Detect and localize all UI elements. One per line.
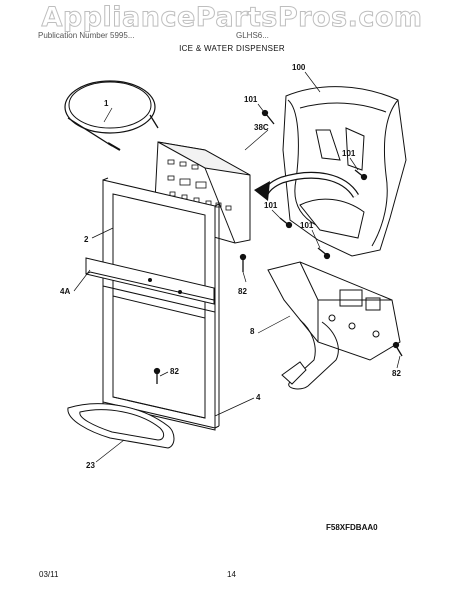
footer-page-number: 14 [227, 570, 236, 579]
callout-8: 8 [250, 327, 255, 336]
callout-82-right: 82 [392, 369, 401, 378]
part-dispenser-housing [282, 86, 407, 257]
callout-23: 23 [86, 461, 95, 470]
footer-date: 03/11 [39, 570, 59, 579]
callout-82-middle: 82 [170, 367, 179, 376]
part-tubing-coil [64, 80, 159, 151]
callout-1: 1 [104, 99, 109, 108]
part-strip-panel [85, 257, 215, 305]
callout-101-left: 101 [264, 201, 278, 210]
callout-101-bottom: 101 [300, 221, 314, 230]
section-title: ICE & WATER DISPENSER [179, 44, 285, 53]
part-actuator-assembly [267, 261, 401, 390]
publication-number: Publication Number 5995... [38, 31, 135, 40]
callout-4a: 4A [60, 287, 70, 296]
part-outer-frame [102, 177, 220, 429]
callout-82-upper: 82 [238, 287, 247, 296]
figure-code: F58XFDBAA0 [326, 523, 378, 532]
assembly-arrow [254, 171, 359, 201]
callout-101-right: 101 [342, 149, 356, 158]
callout-4: 4 [256, 393, 261, 402]
part-screw-101 [261, 109, 368, 260]
callout-labels: 1 2 4 4A 8 23 38C 82 82 82 100 101 101 1… [60, 63, 401, 470]
callout-100: 100 [292, 63, 306, 72]
part-trim-frame [102, 285, 216, 431]
callout-38c: 38C [254, 123, 269, 132]
model-number: GLHS6... [236, 31, 269, 40]
part-drip-tray [67, 403, 175, 449]
leader-lines [73, 71, 401, 463]
callout-2: 2 [84, 235, 89, 244]
part-screw-82 [153, 253, 403, 384]
watermark-logo: AppliancePartsPros.com [41, 2, 423, 34]
callout-101-top: 101 [244, 95, 258, 104]
